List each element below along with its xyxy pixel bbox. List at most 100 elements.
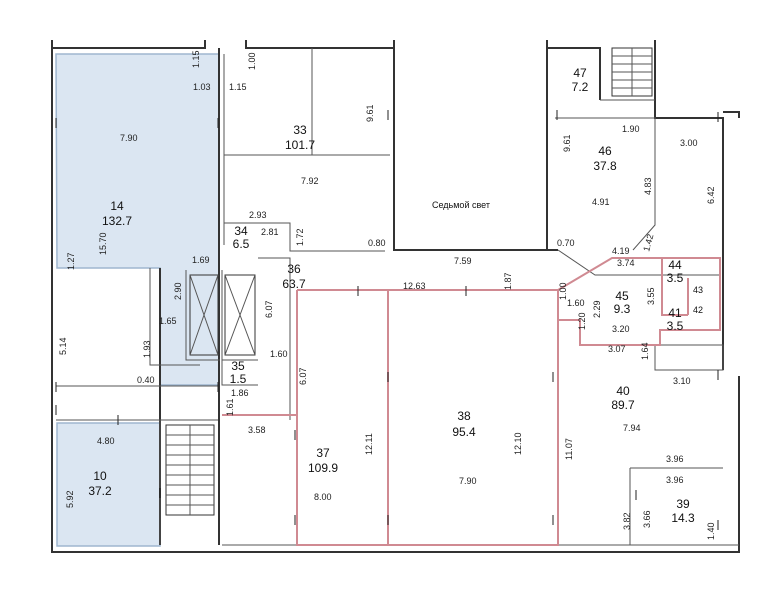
svg-text:1.60: 1.60 (270, 349, 288, 359)
room-14-fill[interactable] (55, 53, 220, 386)
svg-text:1.42: 1.42 (641, 233, 655, 253)
svg-text:9.61: 9.61 (365, 104, 375, 122)
svg-text:95.4: 95.4 (452, 425, 476, 439)
svg-text:6.07: 6.07 (298, 367, 308, 385)
svg-text:1.15: 1.15 (191, 50, 201, 68)
svg-text:9.3: 9.3 (614, 302, 631, 316)
svg-text:33: 33 (293, 123, 307, 137)
svg-text:40: 40 (616, 384, 630, 398)
svg-text:1.87: 1.87 (503, 272, 513, 290)
svg-text:109.9: 109.9 (308, 461, 338, 475)
svg-text:7.59: 7.59 (454, 256, 472, 266)
room-35-label[interactable]: 351.5 (230, 359, 247, 386)
svg-text:4.91: 4.91 (592, 197, 610, 207)
room-41-label[interactable]: 413.5 (667, 306, 684, 333)
svg-text:8.00: 8.00 (314, 492, 332, 502)
room-45-label[interactable]: 459.3 (614, 289, 631, 316)
svg-text:1.72: 1.72 (295, 228, 305, 246)
svg-text:0.40: 0.40 (137, 375, 155, 385)
svg-text:1.00: 1.00 (247, 52, 257, 70)
svg-text:37.8: 37.8 (593, 159, 617, 173)
room-42-label[interactable]: 42 (693, 305, 703, 315)
svg-text:43: 43 (693, 285, 703, 295)
svg-text:7.92: 7.92 (301, 176, 319, 186)
svg-text:6.5: 6.5 (233, 237, 250, 251)
room-47-label[interactable]: 477.2 (572, 66, 589, 94)
svg-text:2.90: 2.90 (173, 282, 183, 300)
svg-text:12.10: 12.10 (513, 432, 523, 455)
svg-text:1.64: 1.64 (640, 342, 650, 360)
svg-text:46: 46 (598, 144, 612, 158)
elevators (189, 274, 256, 356)
svg-text:3.5: 3.5 (667, 319, 684, 333)
dimension-labels: 1.15 1.03 1.00 1.15 7.90 15.70 1.27 5.14… (58, 50, 716, 540)
room-34-label[interactable]: 346.5 (233, 224, 250, 251)
svg-text:1.15: 1.15 (229, 82, 247, 92)
svg-text:39: 39 (676, 497, 690, 511)
svg-text:6.07: 6.07 (264, 300, 274, 318)
svg-text:14: 14 (110, 199, 124, 213)
svg-text:63.7: 63.7 (282, 277, 306, 291)
svg-text:1.40: 1.40 (706, 522, 716, 540)
svg-text:4.83: 4.83 (643, 177, 653, 195)
svg-text:0.70: 0.70 (557, 238, 575, 248)
interior-walls (56, 48, 739, 546)
svg-text:1.5: 1.5 (230, 372, 247, 386)
svg-text:42: 42 (693, 305, 703, 315)
svg-text:1.69: 1.69 (192, 255, 210, 265)
svg-text:1.86: 1.86 (231, 388, 249, 398)
svg-text:2.93: 2.93 (249, 210, 267, 220)
svg-text:47: 47 (573, 66, 587, 80)
svg-text:2.81: 2.81 (261, 227, 279, 237)
svg-text:6.42: 6.42 (706, 186, 716, 204)
svg-text:1.90: 1.90 (622, 124, 640, 134)
svg-text:7.90: 7.90 (120, 133, 138, 143)
svg-text:132.7: 132.7 (102, 214, 132, 228)
svg-text:44: 44 (668, 258, 682, 272)
stairs-top (611, 47, 653, 97)
svg-text:11.07: 11.07 (564, 438, 574, 460)
svg-text:4.19: 4.19 (612, 246, 630, 256)
room-10-fill[interactable] (56, 422, 161, 547)
svg-text:38: 38 (457, 409, 471, 423)
svg-text:3.10: 3.10 (673, 376, 691, 386)
svg-text:10: 10 (93, 469, 107, 483)
svg-text:34: 34 (234, 224, 248, 238)
dimension-ticks (55, 110, 719, 530)
svg-text:1.00: 1.00 (558, 282, 568, 300)
svg-text:45: 45 (615, 289, 629, 303)
red-outlines (222, 257, 721, 546)
room-43-label[interactable]: 43 (693, 285, 703, 295)
stairs-bottom (165, 424, 215, 516)
svg-text:14.3: 14.3 (671, 511, 695, 525)
svg-text:3.96: 3.96 (666, 454, 684, 464)
svg-text:3.82: 3.82 (622, 512, 632, 530)
svg-text:7.94: 7.94 (623, 423, 641, 433)
svg-text:3.20: 3.20 (612, 324, 630, 334)
svg-text:89.7: 89.7 (611, 398, 635, 412)
svg-text:1.93: 1.93 (142, 340, 152, 358)
svg-text:2.29: 2.29 (592, 300, 602, 318)
svg-text:35: 35 (231, 359, 245, 373)
room-44-label[interactable]: 443.5 (667, 258, 684, 285)
room-38-label[interactable]: 38 95.4 (452, 409, 476, 439)
svg-text:101.7: 101.7 (285, 138, 315, 152)
svg-text:3.55: 3.55 (646, 287, 656, 305)
svg-text:1.61: 1.61 (225, 398, 235, 416)
svg-text:3.96: 3.96 (666, 475, 684, 485)
svg-text:36: 36 (287, 262, 301, 276)
svg-text:1.60: 1.60 (567, 298, 585, 308)
svg-text:1.20: 1.20 (577, 312, 587, 330)
svg-text:3.07: 3.07 (608, 344, 626, 354)
svg-text:9.61: 9.61 (562, 134, 572, 152)
svg-text:1.65: 1.65 (159, 316, 177, 326)
